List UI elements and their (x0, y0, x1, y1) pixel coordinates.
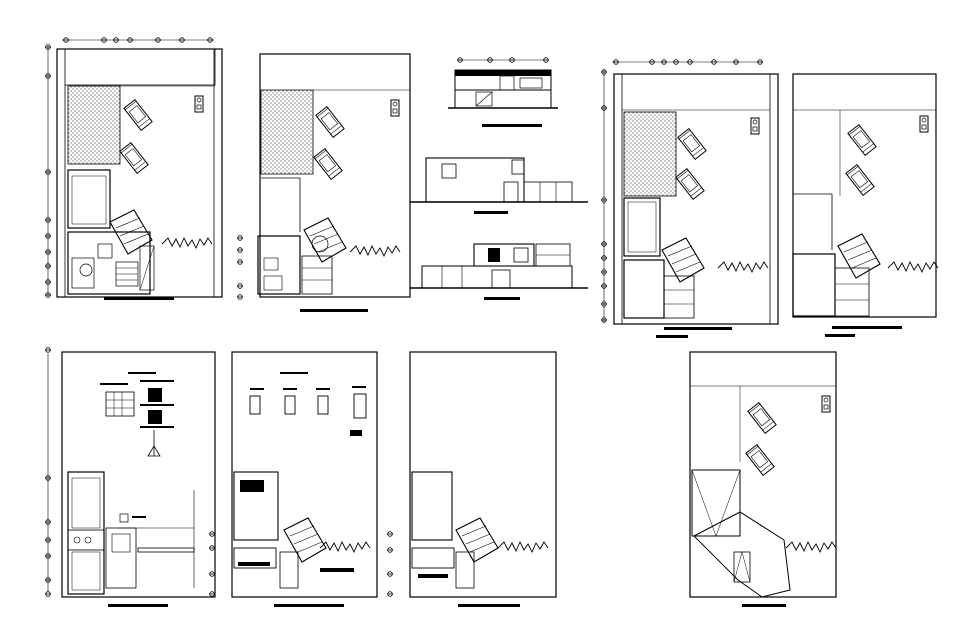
drawing-caption (104, 297, 174, 300)
floor-plan-2 (236, 53, 411, 312)
drawing-caption (742, 604, 786, 607)
angled-wing (455, 517, 499, 563)
dimension-markers-left (386, 531, 394, 597)
floor-plan-7 (386, 351, 557, 607)
side-elevation (410, 243, 588, 300)
drawing-caption (274, 604, 344, 607)
floor-plan-4 (792, 73, 939, 337)
door-window-schedule (231, 351, 378, 607)
drawing-caption (108, 604, 168, 607)
floor-plan-1 (44, 37, 223, 300)
drawing-caption (474, 211, 508, 214)
front-elevation (410, 157, 588, 214)
angled-wing (303, 217, 347, 263)
dimension-markers-left (236, 235, 244, 300)
drawing-caption (484, 297, 520, 300)
angled-wing (837, 233, 881, 279)
drawing-caption (832, 326, 902, 329)
floor-plan-3 (600, 59, 779, 338)
drawing-caption (458, 604, 520, 607)
dimension-markers-right (208, 531, 216, 597)
angled-wing (283, 517, 327, 563)
angled-wing (661, 237, 705, 283)
detail-plan-5 (44, 347, 216, 607)
site-plan-8 (689, 351, 837, 607)
drawing-caption (300, 309, 368, 312)
drawing-caption (482, 124, 542, 127)
section-drawing (448, 57, 558, 127)
drawing-caption (664, 327, 732, 330)
